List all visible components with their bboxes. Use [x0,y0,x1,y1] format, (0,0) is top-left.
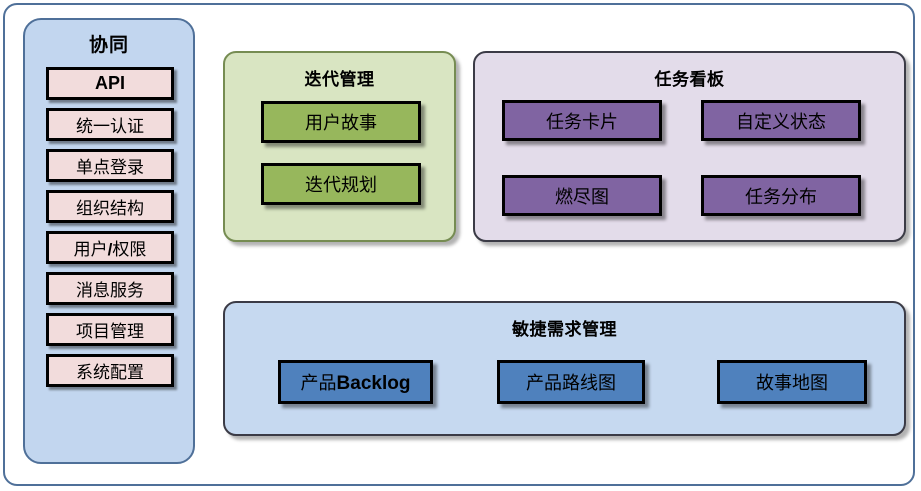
sidebar-item-label: 系统配置 [76,363,144,382]
tile-label: 迭代规划 [305,175,377,195]
tile-label: 自定义状态 [736,111,826,132]
outer-frame: 协同 API 统一认证 单点登录 组织结构 用户/权限 消息服务 项目管理 [3,3,915,486]
sidebar-item-message-service[interactable]: 消息服务 [46,272,174,305]
sidebar-item-org-structure[interactable]: 组织结构 [46,190,174,223]
panel-iteration-management: 迭代管理 用户故事 迭代规划 [223,51,456,242]
tile-custom-status[interactable]: 自定义状态 [701,100,861,141]
tile-label: 故事地图 [756,373,828,393]
sidebar-item-label: 统一认证 [76,117,144,136]
sidebar-item-api[interactable]: API [46,67,174,100]
panel-title: 迭代管理 [304,70,375,89]
sidebar-item-label: 组织结构 [76,199,144,218]
tile-burndown-chart[interactable]: 燃尽图 [502,175,662,216]
tile-user-story[interactable]: 用户故事 [261,101,421,143]
tile-label: 燃尽图 [555,186,609,207]
sidebar-item-list: API 统一认证 单点登录 组织结构 用户/权限 消息服务 项目管理 系统配置 [46,67,174,395]
tile-product-roadmap[interactable]: 产品路线图 [497,360,645,404]
tile-label: 用户故事 [305,113,377,133]
tile-product-backlog[interactable]: 产品Backlog [278,360,433,404]
tile-label: 产品Backlog [300,373,411,394]
tile-story-map[interactable]: 故事地图 [717,360,867,404]
tile-label: 产品路线图 [526,373,616,393]
tile-label: 任务分布 [745,186,817,207]
sidebar-item-label: 单点登录 [76,158,144,177]
sidebar-item-label: 用户/权限 [73,240,147,259]
sidebar-item-user-permission[interactable]: 用户/权限 [46,231,174,264]
panel-title: 任务看板 [654,70,725,89]
sidebar-item-unified-auth[interactable]: 统一认证 [46,108,174,141]
sidebar-item-single-sign-on[interactable]: 单点登录 [46,149,174,182]
sidebar-item-label: 消息服务 [76,281,144,300]
sidebar-collaboration: 协同 API 统一认证 单点登录 组织结构 用户/权限 消息服务 项目管理 [23,18,195,464]
sidebar-title: 协同 [88,35,129,56]
tile-task-distribution[interactable]: 任务分布 [701,175,861,216]
sidebar-item-project-management[interactable]: 项目管理 [46,313,174,346]
tile-label: 任务卡片 [546,111,618,132]
sidebar-item-label: 项目管理 [76,322,144,341]
panel-title: 敏捷需求管理 [512,320,617,339]
panel-agile-requirements: 敏捷需求管理 产品Backlog 产品路线图 故事地图 [223,301,906,436]
tile-task-card[interactable]: 任务卡片 [502,100,662,141]
sidebar-item-system-config[interactable]: 系统配置 [46,354,174,387]
panel-task-board: 任务看板 任务卡片 自定义状态 燃尽图 任务分布 [473,51,906,242]
tile-iteration-planning[interactable]: 迭代规划 [261,163,421,205]
sidebar-item-label: API [94,73,125,93]
